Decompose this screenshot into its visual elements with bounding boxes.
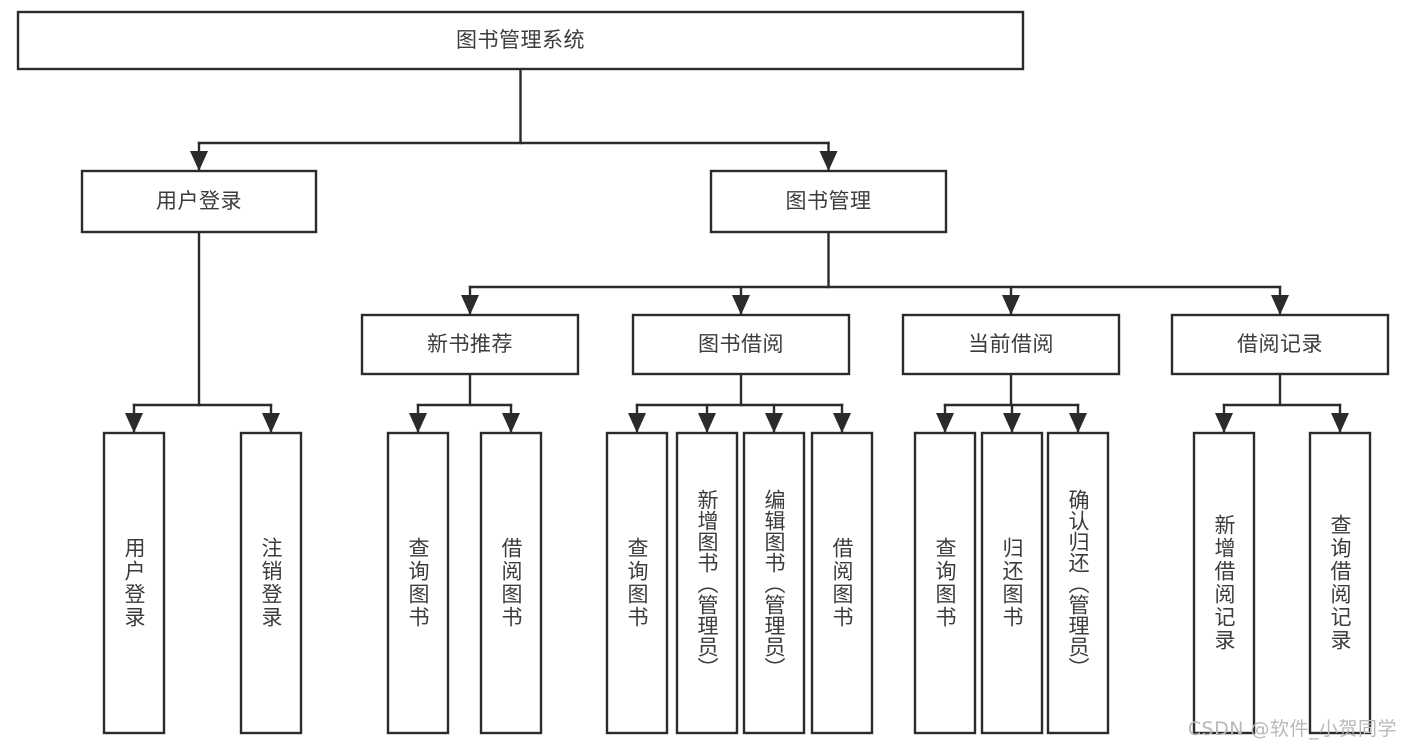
arrow-head-leaf-return-book xyxy=(1003,413,1021,433)
arrow-head-book-borrow xyxy=(732,295,750,315)
node-box-leaf-query-book-borrow[interactable] xyxy=(605,431,669,735)
node-box-current-borrow[interactable] xyxy=(901,313,1121,376)
arrow-head-leaf-query-book-rec xyxy=(409,413,427,433)
node-box-leaf-user-login[interactable] xyxy=(102,431,166,735)
node-box-leaf-borrow-book-rec[interactable] xyxy=(479,431,543,735)
node-box-leaf-query-book-rec[interactable] xyxy=(386,431,450,735)
arrow-head-leaf-query-book-cur xyxy=(936,413,954,433)
boxes-layer xyxy=(16,10,1390,735)
arrow-head-leaf-borrow-book-rec xyxy=(502,413,520,433)
node-box-borrow-record[interactable] xyxy=(1170,313,1390,376)
arrow-head-borrow-record xyxy=(1271,295,1289,315)
node-box-leaf-query-record[interactable] xyxy=(1308,431,1372,735)
node-box-leaf-edit-book[interactable] xyxy=(742,431,806,735)
arrow-head-new-book-recommend xyxy=(461,295,479,315)
arrow-head-leaf-user-login xyxy=(125,413,143,433)
arrow-head-leaf-query-book-borrow xyxy=(628,413,646,433)
arrow-head-leaf-add-book xyxy=(698,413,716,433)
watermark-text: CSDN @软件_小贺同学 xyxy=(1187,718,1397,740)
arrow-head-leaf-query-record xyxy=(1331,413,1349,433)
node-box-leaf-logout[interactable] xyxy=(239,431,303,735)
node-box-leaf-borrow-book[interactable] xyxy=(810,431,874,735)
arrow-head-leaf-logout xyxy=(262,413,280,433)
node-box-root[interactable] xyxy=(16,10,1025,71)
node-box-leaf-return-book[interactable] xyxy=(980,431,1044,735)
arrow-head-user-login xyxy=(190,151,208,171)
arrow-head-current-borrow xyxy=(1002,295,1020,315)
edges-layer xyxy=(125,67,1349,435)
arrow-head-book-manage xyxy=(819,151,838,171)
node-box-leaf-add-book[interactable] xyxy=(675,431,739,735)
arrow-head-leaf-borrow-book xyxy=(833,413,851,433)
arrow-head-leaf-add-record xyxy=(1215,413,1233,433)
node-box-book-borrow[interactable] xyxy=(631,313,851,376)
node-box-user-login[interactable] xyxy=(80,169,318,234)
node-box-leaf-add-record[interactable] xyxy=(1192,431,1256,735)
node-box-book-manage[interactable] xyxy=(709,169,948,234)
node-box-new-book-recommend[interactable] xyxy=(360,313,580,376)
node-box-leaf-confirm-return[interactable] xyxy=(1046,431,1110,735)
arrow-head-leaf-edit-book xyxy=(765,413,783,433)
node-box-leaf-query-book-cur[interactable] xyxy=(913,431,977,735)
arrow-head-leaf-confirm-return xyxy=(1069,413,1087,433)
